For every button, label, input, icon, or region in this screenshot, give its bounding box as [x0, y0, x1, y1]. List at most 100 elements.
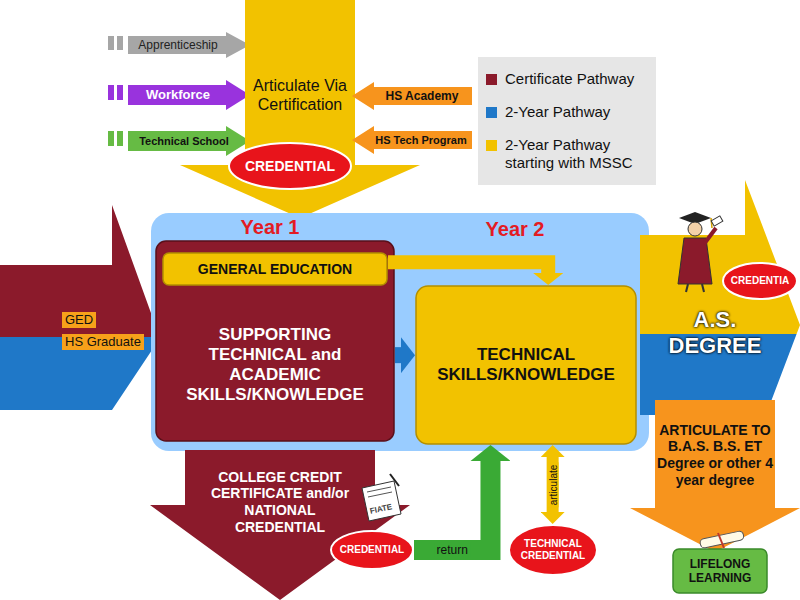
- arrow-label: Technical School: [139, 135, 229, 148]
- oval-label: CREDENTIAL: [340, 544, 404, 556]
- year-heading: Year 1: [241, 216, 300, 240]
- text-frame: HS Tech Program: [370, 131, 472, 149]
- source-arrow-shape: [128, 80, 250, 110]
- text-frame: GED: [62, 310, 112, 330]
- certificate-icon: [362, 474, 401, 521]
- tail-stripe: [117, 36, 123, 50]
- return-arrow: [414, 461, 490, 550]
- tail-stripe: [108, 131, 114, 146]
- scroll-icon: [699, 531, 744, 549]
- program-panel-shape: [151, 213, 649, 451]
- entry-label: HS Graduate: [62, 334, 144, 349]
- legend-swatch: [486, 74, 497, 85]
- box-label: GENERAL EDUCATION: [198, 261, 352, 278]
- legend-swatch: [486, 107, 497, 118]
- edge-label: articulate: [547, 462, 558, 507]
- articulation-arrow-shape: [630, 400, 800, 552]
- legend-box: Certificate Pathway2-Year Pathway2-Year …: [478, 57, 656, 185]
- source-arrow-shape: [352, 82, 472, 110]
- credential-oval: TECHNICAL CREDENTIAL: [508, 524, 598, 576]
- text-frame: GENERAL EDUCATION: [166, 254, 384, 284]
- degree-label: A.S. DEGREE: [655, 307, 775, 359]
- text-frame: Technical School: [128, 131, 240, 151]
- arrow-label: Workforce: [146, 87, 210, 102]
- edge-label: return: [435, 543, 470, 557]
- text-frame: TECHNICAL CREDENTIAL: [520, 532, 586, 568]
- tail-stripe: [108, 36, 114, 50]
- process-box: TECHNICAL SKILLS/KNOWLEDGE: [415, 285, 637, 445]
- source-arrow: Apprenticeship: [108, 32, 250, 58]
- credential-oval: CREDENTIA: [722, 262, 798, 300]
- process-box-shape: [156, 241, 394, 441]
- text-frame: TECHNICAL SKILLS/KNOWLEDGE: [425, 295, 627, 435]
- tail-stripe: [117, 85, 123, 100]
- entry-arrow-shape: [0, 205, 160, 470]
- legend-swatch: [486, 140, 497, 151]
- articulation-arrow: ARTICULATE TO B.A.S. B.S. ET Degree or o…: [630, 400, 800, 552]
- edge-label-frame: articulate: [547, 462, 558, 507]
- text-frame: Articulate Via Certification: [250, 55, 350, 137]
- credential-oval: CREDENTIAL: [228, 142, 352, 190]
- tail-stripe: [117, 131, 123, 146]
- process-box-shape: [163, 253, 387, 285]
- text-frame: LIFELONG LEARNING: [676, 551, 764, 591]
- graduate-head: [688, 222, 702, 236]
- oval-label: CREDENTIA: [731, 275, 789, 287]
- text-frame: Workforce: [130, 85, 226, 105]
- box-label: LIFELONG LEARNING: [676, 557, 764, 585]
- process-box: LIFELONG LEARNING: [672, 548, 768, 594]
- scroll-ribbon: [718, 533, 724, 548]
- oval-label: TECHNICAL CREDENTIAL: [520, 538, 586, 562]
- graduate-figure: [678, 212, 723, 292]
- process-box: GENERAL EDUCATION: [162, 252, 388, 286]
- text-frame: Apprenticeship: [130, 36, 226, 54]
- arrow-label: HS Tech Program: [375, 134, 467, 147]
- process-box-shape: [416, 286, 636, 444]
- source-arrow-shape: [128, 126, 250, 156]
- certification-arrow-shape: [180, 0, 420, 218]
- credential-oval-shape: [229, 143, 351, 189]
- flow-arrow: [395, 347, 401, 363]
- tassel: [711, 218, 712, 228]
- arrow-label: HS Academy: [386, 89, 459, 103]
- credential-oval-shape: [723, 263, 797, 299]
- articulate-arrow: [547, 457, 559, 512]
- credential-oval: CREDENTIAL: [330, 530, 414, 570]
- oval-label: CREDENTIAL: [245, 158, 335, 175]
- flow-arrow: [388, 262, 548, 273]
- graduate-leg: [686, 284, 688, 292]
- box-label: SUPPORTING TECHNICAL and ACADEMIC SKILLS…: [170, 325, 380, 405]
- source-arrow: HS Academy: [352, 82, 472, 110]
- legend-text: Certificate Pathway: [505, 70, 634, 88]
- entry-label: GED: [62, 312, 96, 327]
- scroll: [699, 531, 744, 549]
- text-frame: ARTICULATE TO B.A.S. B.S. ET Degree or o…: [655, 403, 775, 507]
- legend-entry: 2-Year Pathway: [484, 103, 650, 121]
- legend-text: 2-Year Pathway: [505, 103, 610, 121]
- credential-oval-shape: [509, 525, 597, 575]
- text-frame: CREDENTIAL: [336, 536, 408, 564]
- certificate-paper: [362, 481, 401, 521]
- graduate-robe: [678, 238, 712, 284]
- mortarboard: [679, 212, 711, 224]
- text-frame: Year 1: [210, 214, 330, 242]
- source-arrow-shape: [128, 32, 250, 58]
- program-panel: Year 1 Year 2 SUPPORTING TECHNICAL and ACA…: [150, 212, 650, 452]
- text-frame: CREDENTIAL: [236, 148, 344, 184]
- certificate-arrow-shape: [150, 450, 410, 600]
- edge-label-frame: return: [435, 543, 470, 557]
- text-frame: Year 2: [450, 216, 580, 244]
- certificate-line: [367, 487, 391, 492]
- arrow-label: ARTICULATE TO B.A.S. B.S. ET Degree or o…: [655, 422, 775, 488]
- entry-arrow: GED HS Graduate: [0, 205, 160, 470]
- text-frame: COLLEGE CREDIT CERTIFICATE and/or NATION…: [205, 456, 355, 548]
- text-frame: CREDENTIA: [728, 267, 792, 295]
- text-frame: SUPPORTING TECHNICAL and ACADEMIC SKILLS…: [170, 302, 380, 428]
- text-frame: HS Graduate: [62, 332, 148, 352]
- box-label: TECHNICAL SKILLS/KNOWLEDGE: [425, 345, 627, 385]
- arrow-label: Articulate Via Certification: [250, 77, 350, 115]
- credential-oval-shape: [331, 531, 413, 569]
- source-arrow: Technical School: [108, 126, 250, 156]
